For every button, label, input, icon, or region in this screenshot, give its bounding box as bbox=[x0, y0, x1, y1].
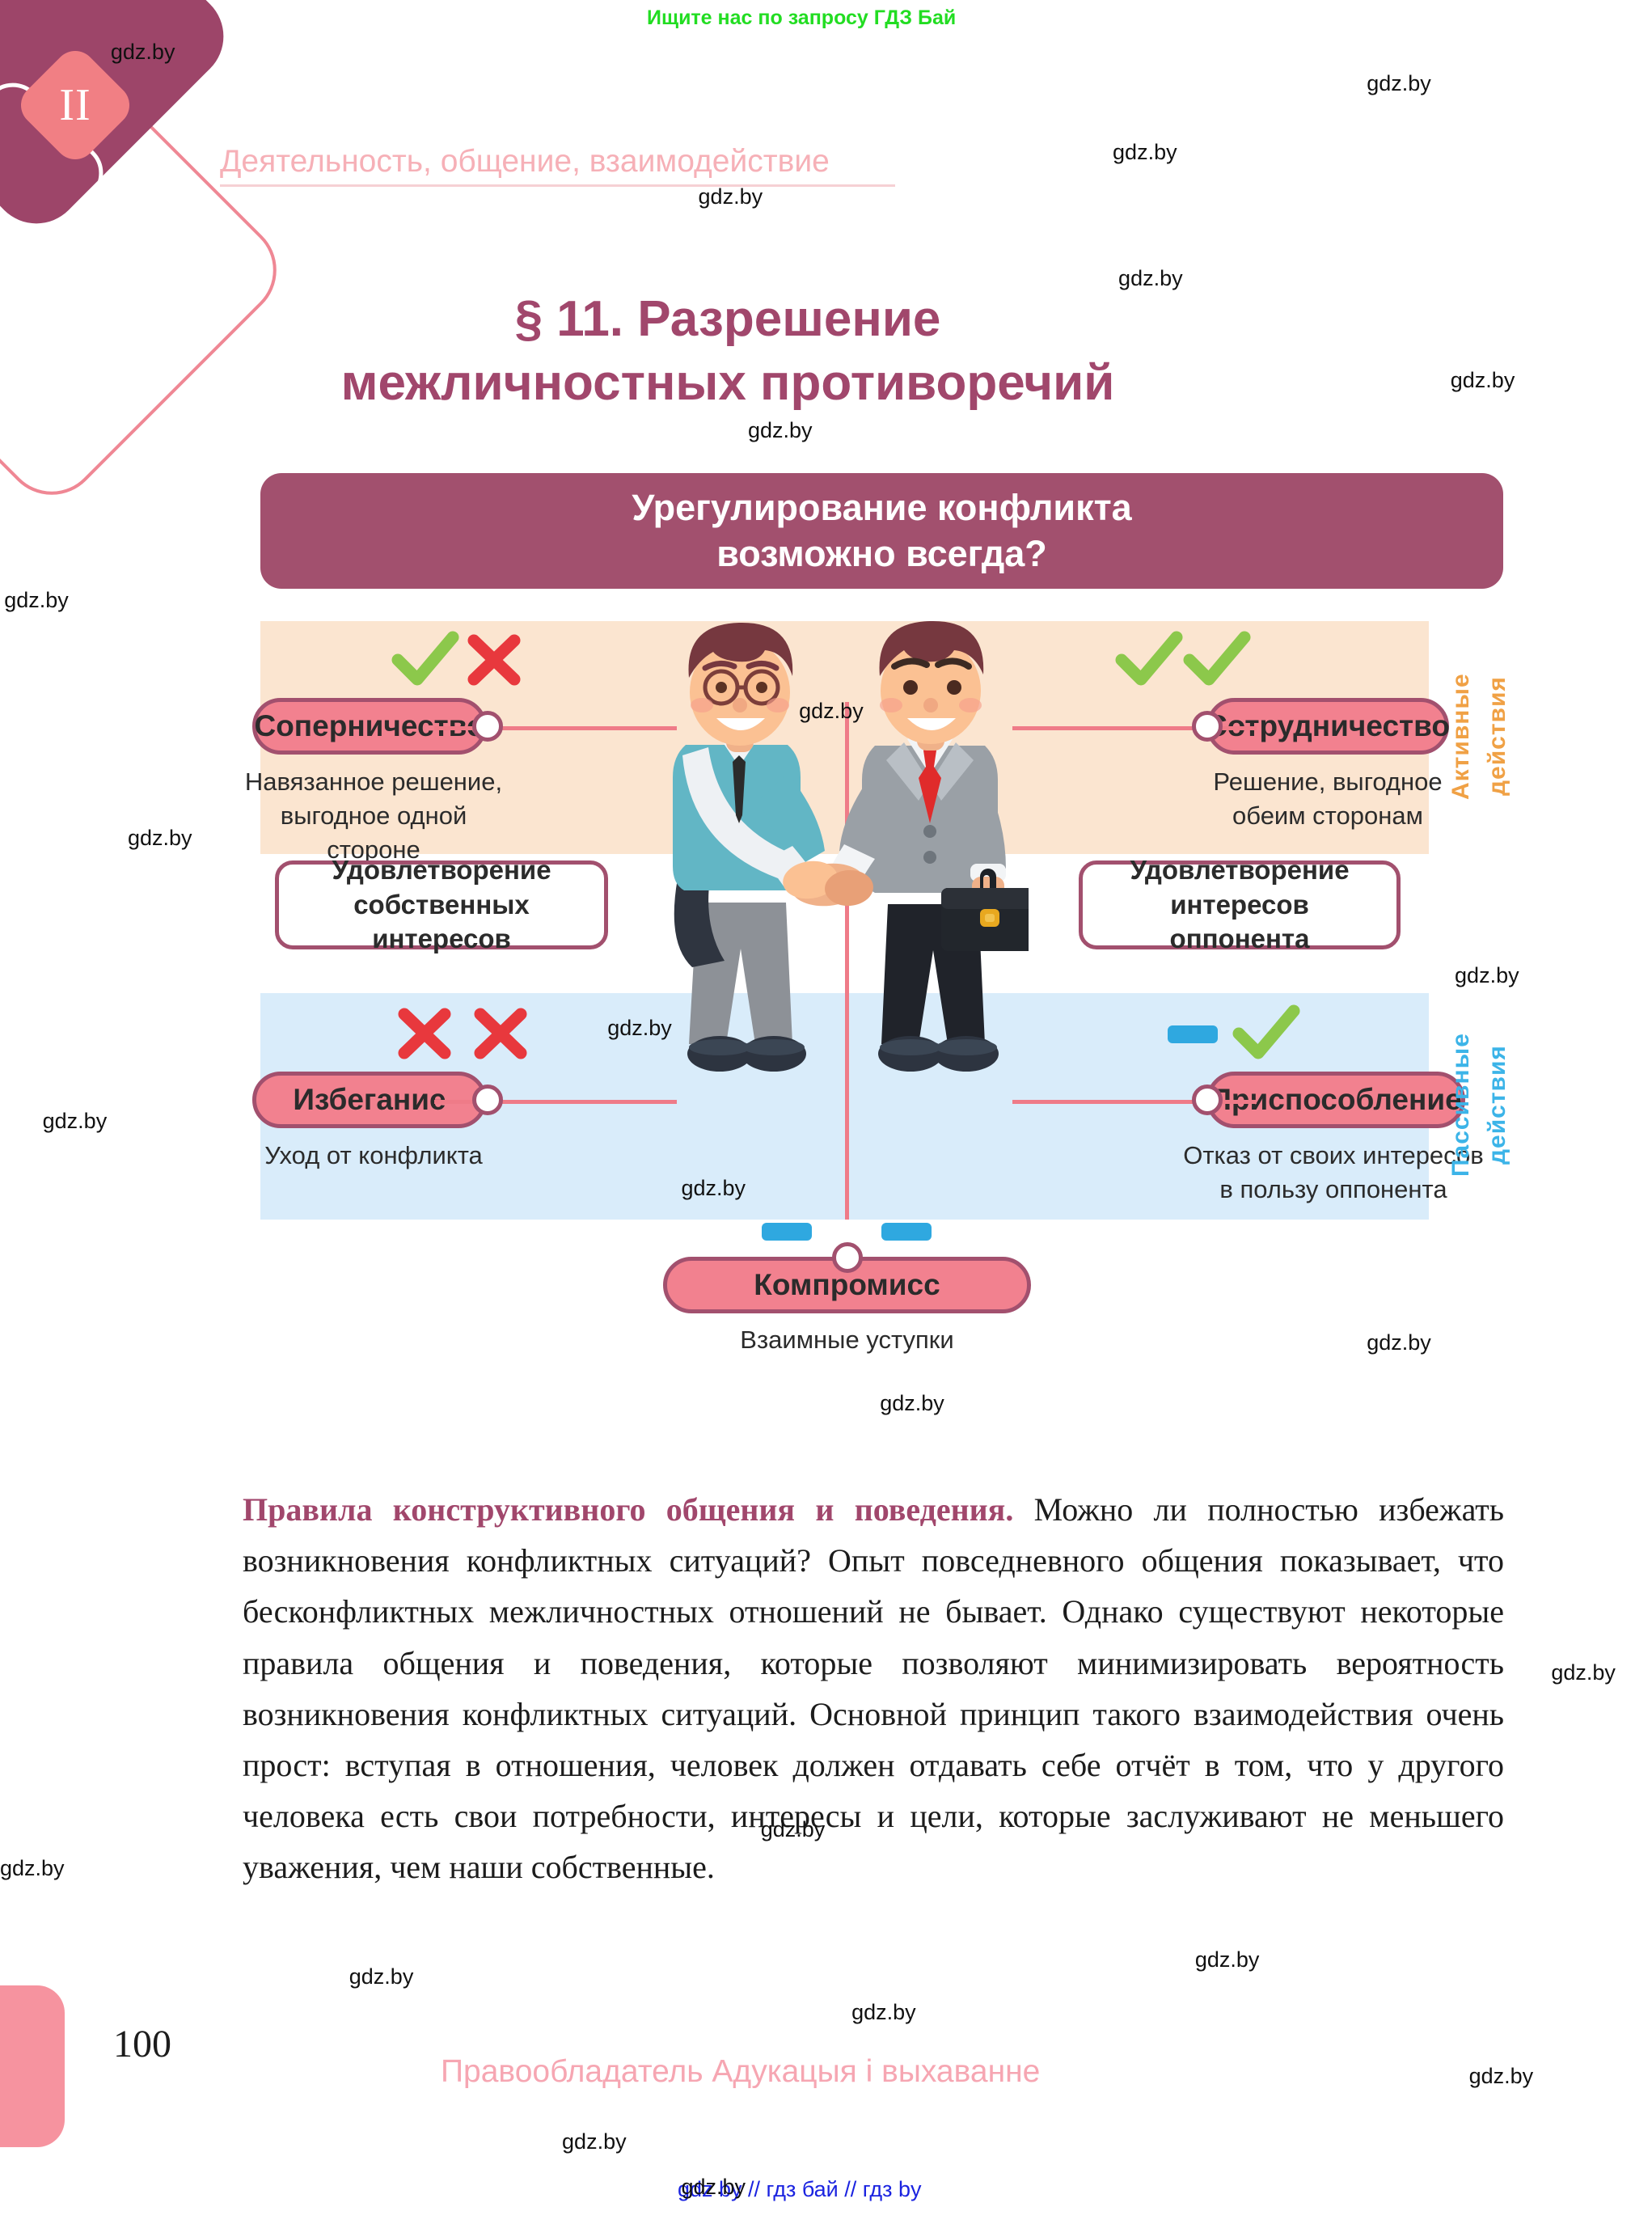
watermark-tag: gdz.by bbox=[1450, 368, 1515, 393]
watermark-tag: gdz.by bbox=[1455, 963, 1519, 988]
watermark-tag: gdz.by bbox=[1367, 70, 1431, 95]
cooperation-marks bbox=[1113, 629, 1255, 691]
watermark-tag: gdz.by bbox=[127, 826, 192, 851]
running-head-rule bbox=[220, 184, 895, 187]
connector-cooperation bbox=[1012, 726, 1257, 730]
connector-avoidance bbox=[434, 1100, 677, 1104]
watermark-tag: gdz.by bbox=[1468, 2064, 1534, 2089]
connector-vertical bbox=[845, 702, 849, 1220]
conflict-strategies-infographic: Соперничество Навязанное решение, выгодн… bbox=[245, 620, 1510, 1354]
section-title-line-1: § 11. Разрешение bbox=[514, 291, 941, 347]
rivalry-marks bbox=[390, 629, 531, 691]
node-rivalry bbox=[472, 711, 503, 742]
connector-accommodation bbox=[1012, 1100, 1257, 1104]
page-number: 100 bbox=[113, 2023, 171, 2065]
caption-rivalry: Навязанное решение, выгодное одной сторо… bbox=[244, 767, 503, 864]
strategy-pill-cooperation[interactable]: Сотрудничество bbox=[1206, 698, 1450, 755]
watermark-tag: gdz.by bbox=[349, 1964, 414, 1989]
watermark-tag: gdz.by bbox=[562, 2129, 627, 2154]
two-men-handshake-icon bbox=[673, 620, 1037, 1072]
body-paragraph: Правила конструктивного общения и поведе… bbox=[243, 1484, 1504, 1893]
avoidance-marks bbox=[396, 1003, 538, 1065]
question-banner: Урегулирование конфликта возможно всегда… bbox=[260, 473, 1503, 589]
caption-avoidance: Уход от конфликта bbox=[264, 1141, 483, 1169]
watermark-tag: gdz.by bbox=[681, 1175, 746, 1200]
axis-box-own-interests: Удовлетворение собственных интересов bbox=[275, 855, 608, 953]
paragraph-text: Можно ли полностью избежать возникновени… bbox=[243, 1491, 1505, 1886]
watermark-tag: gdz.by bbox=[1551, 1660, 1616, 1685]
watermark-tag: gdz.by bbox=[4, 587, 69, 612]
compromise-dash-right bbox=[881, 1223, 932, 1241]
caption-compromise: Взаимные уступки bbox=[740, 1326, 954, 1354]
question-banner-line-1: Урегулирование конфликта bbox=[632, 487, 1132, 529]
watermark-tag: gdz.by bbox=[1194, 1947, 1260, 1972]
page-tab-marker bbox=[0, 1985, 65, 2147]
section-title-line-2: межличностных противоречий bbox=[340, 355, 1115, 412]
watermark-tag: gdz.by bbox=[851, 2000, 916, 2025]
node-cooperation bbox=[1192, 711, 1223, 742]
caption-accommodation: Отказ от своих интересов в пользу оппоне… bbox=[1183, 1141, 1484, 1203]
axis-box-opponent-interests: Удовлетворение интересов оппонента bbox=[1079, 855, 1401, 953]
strategy-pill-avoidance[interactable]: Избегание bbox=[252, 1072, 487, 1128]
node-compromise bbox=[832, 1242, 863, 1273]
watermark-tag: gdz.by bbox=[1113, 140, 1177, 165]
watermark-tag: gdz.by bbox=[747, 417, 813, 442]
compromise-dash-left bbox=[762, 1223, 812, 1241]
side-label-active-actions: Активные действия bbox=[1447, 673, 1510, 800]
side-label-passive-actions: Пассивные действия bbox=[1447, 1033, 1510, 1178]
accommodation-dash-mark bbox=[1168, 1025, 1218, 1043]
connector-rivalry bbox=[434, 726, 677, 730]
question-banner-line-2: возможно всегда? bbox=[716, 532, 1047, 574]
watermark-tag: gdz.by bbox=[698, 184, 763, 209]
node-accommodation bbox=[1192, 1085, 1223, 1115]
paragraph-lead-in: Правила конструктивного общения и поведе… bbox=[243, 1491, 1014, 1528]
page-title: § 11. Разрешение межличностных противоре… bbox=[0, 287, 1456, 416]
footer-watermark-line: gdz by // гдз бай // гдз by bbox=[678, 2177, 922, 2201]
node-avoidance bbox=[472, 1085, 503, 1115]
watermark-tag: gdz.by bbox=[681, 2174, 746, 2199]
caption-cooperation: Решение, выгодное обеим сторонам bbox=[1213, 767, 1443, 830]
running-head: Деятельность, общение, взаимодействие bbox=[220, 144, 830, 179]
watermark-tag: gdz.by bbox=[1367, 1330, 1431, 1355]
copyright-owner-line: Правообладатель Адукацыя i выхаванне bbox=[441, 2054, 1041, 2089]
accommodation-check-mark bbox=[1231, 1003, 1303, 1065]
chapter-number: II bbox=[59, 80, 91, 130]
watermark-tag: gdz.by bbox=[880, 1391, 944, 1416]
watermark-tag: gdz.by bbox=[799, 698, 864, 723]
promo-banner-text: Ищите нас по запросу ГДЗ Бай bbox=[647, 6, 957, 29]
watermark-tag: gdz.by bbox=[42, 1109, 108, 1134]
watermark-tag: gdz.by bbox=[0, 1855, 65, 1880]
watermark-tag: gdz.by bbox=[760, 1817, 826, 1842]
watermark-tag: gdz.by bbox=[1118, 266, 1183, 291]
strategy-pill-rivalry[interactable]: Соперничество bbox=[252, 698, 487, 755]
watermark-tag: gdz.by bbox=[110, 40, 175, 65]
watermark-tag: gdz.by bbox=[607, 1015, 672, 1040]
handshake-illustration bbox=[649, 603, 1037, 1121]
